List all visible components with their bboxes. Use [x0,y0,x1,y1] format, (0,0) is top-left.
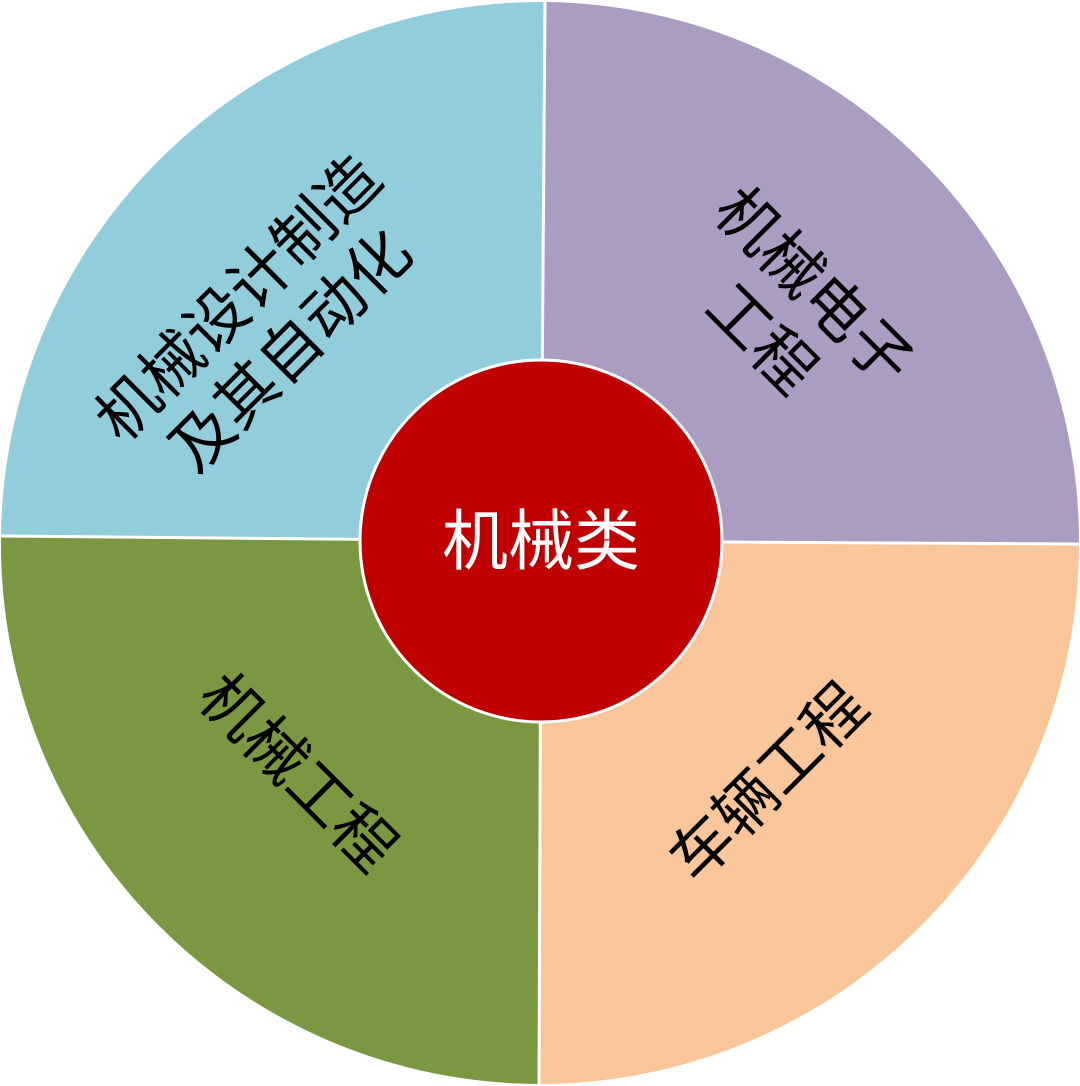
segment-top-right [541,2,1080,544]
center-label: 机械类 [442,503,640,580]
center-circle [358,358,724,724]
segment-bottom-right [539,541,1079,1084]
segment-top-left [1,1,545,541]
segment-bottom-left [0,536,542,1084]
